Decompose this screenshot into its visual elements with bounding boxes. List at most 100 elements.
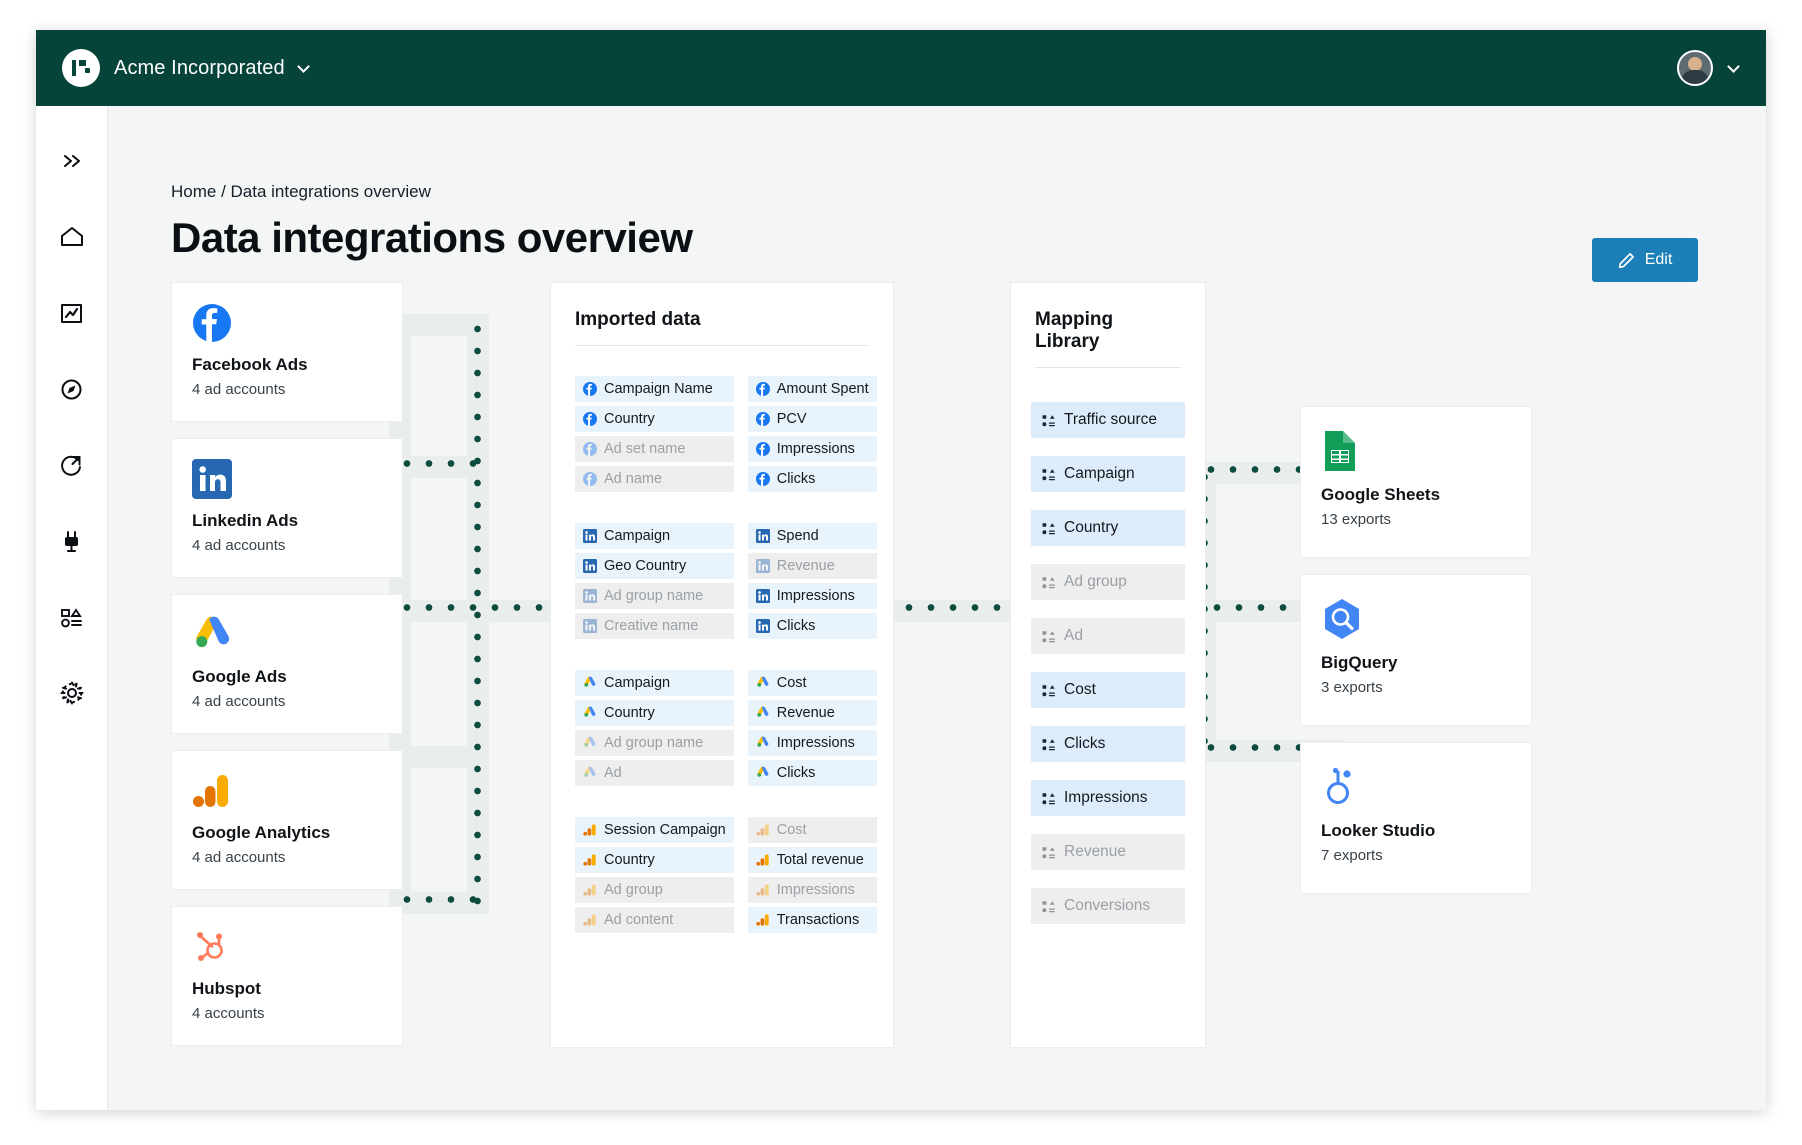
field-label: Cost	[776, 822, 807, 838]
imported-field-pill[interactable]: Impressions	[747, 877, 877, 903]
sidebar-item-settings[interactable]	[47, 668, 97, 718]
imported-field-pill[interactable]: Revenue	[747, 700, 877, 726]
imported-field-pill[interactable]: Country	[575, 406, 734, 432]
field-label: Country	[604, 852, 655, 868]
analytics-icon	[583, 883, 597, 897]
edit-button[interactable]: Edit	[1592, 238, 1698, 282]
mapping-field-pill[interactable]: Cost	[1031, 672, 1185, 708]
imported-field-pill[interactable]: Clicks	[747, 613, 877, 639]
field-label: Clicks	[776, 618, 816, 634]
imported-field-pill[interactable]: Ad group name	[575, 583, 734, 609]
imported-field-pill[interactable]: Ad group name	[575, 730, 734, 756]
imported-field-pill[interactable]: Impressions	[747, 436, 877, 462]
googleads-icon	[583, 766, 597, 780]
analytics-icon	[756, 853, 770, 867]
source-cards: Facebook Ads 4 ad accounts Linkedin Ads …	[171, 282, 403, 1062]
imported-field-pill[interactable]: Transactions	[747, 907, 877, 933]
destination-sub: 7 exports	[1321, 847, 1383, 864]
sidebar-item-home[interactable]	[47, 212, 97, 262]
divider	[1035, 367, 1181, 368]
field-label: Ad content	[604, 912, 674, 928]
mapping-field-pill[interactable]: Campaign	[1031, 456, 1185, 492]
sidebar-item-explore[interactable]	[47, 364, 97, 414]
field-label: Cost	[1064, 681, 1096, 698]
imported-field-pill[interactable]: Country	[575, 847, 734, 873]
field-label: Transactions	[776, 912, 860, 928]
imported-field-pill[interactable]: Revenue	[747, 553, 877, 579]
google-ads-icon	[192, 615, 382, 657]
facebook-icon	[755, 442, 770, 456]
sidebar-item-integrations[interactable]	[47, 516, 97, 566]
imported-field-pill[interactable]: Session Campaign	[575, 817, 734, 843]
imported-field-pill[interactable]: Amount Spent	[747, 376, 877, 402]
brand-switcher[interactable]: Acme Incorporated	[62, 49, 310, 87]
mapping-field-pill[interactable]: Ad group	[1031, 564, 1185, 600]
imported-field-pill[interactable]: Ad content	[575, 907, 734, 933]
main-content: Home / Data integrations overview Data i…	[108, 106, 1766, 1110]
logo-mark-icon	[62, 49, 100, 87]
imported-field-pill[interactable]: Campaign	[575, 523, 734, 549]
linkedin-icon	[583, 589, 597, 603]
avatar[interactable]	[1677, 50, 1713, 86]
chevron-down-icon	[296, 59, 310, 73]
destination-card[interactable]: Looker Studio 7 exports	[1300, 742, 1532, 894]
imported-field-pill[interactable]: Campaign	[575, 670, 734, 696]
linkedin-icon	[755, 589, 770, 603]
mapping-field-pill[interactable]: Clicks	[1031, 726, 1185, 762]
imported-field-pill[interactable]: Ad name	[575, 466, 734, 492]
google-analytics-icon	[192, 771, 382, 813]
source-card[interactable]: Hubspot 4 accounts	[171, 906, 403, 1046]
source-card[interactable]: Facebook Ads 4 ad accounts	[171, 282, 403, 422]
imported-field-pill[interactable]: Impressions	[747, 730, 877, 756]
imported-field-pill[interactable]: Total revenue	[747, 847, 877, 873]
mapping-field-pill[interactable]: Traffic source	[1031, 402, 1185, 438]
mapping-library-title: Mapping Library	[1035, 309, 1114, 352]
sidebar-item-data-mapping[interactable]	[47, 592, 97, 642]
field-label: Clicks	[776, 765, 816, 781]
imported-field-pill[interactable]: Creative name	[575, 613, 734, 639]
imported-field-pill[interactable]: Ad group	[575, 877, 734, 903]
imported-field-pill[interactable]: Impressions	[747, 583, 877, 609]
connector-dots	[1200, 466, 1342, 473]
field-label: Conversions	[1064, 897, 1151, 914]
destination-card[interactable]: BigQuery 3 exports	[1300, 574, 1532, 726]
source-card[interactable]: Linkedin Ads 4 ad accounts	[171, 438, 403, 578]
imported-field-pill[interactable]: Cost	[747, 670, 877, 696]
mapping-field-pill[interactable]: Conversions	[1031, 888, 1185, 924]
imported-field-pill[interactable]: Cost	[747, 817, 877, 843]
field-label: Clicks	[776, 471, 816, 487]
source-card[interactable]: Google Ads 4 ad accounts	[171, 594, 403, 734]
imported-field-pill[interactable]: Clicks	[747, 466, 877, 492]
compass-icon	[58, 376, 85, 403]
destination-card[interactable]: Google Sheets 13 exports	[1300, 406, 1532, 558]
imported-field-pill[interactable]: Clicks	[747, 760, 877, 786]
field-label: Ad group	[1064, 573, 1127, 590]
imported-field-pill[interactable]: Spend	[747, 523, 877, 549]
shapes-list-icon	[58, 604, 85, 631]
source-card[interactable]: Google Analytics 4 ad accounts	[171, 750, 403, 890]
sidebar-item-analytics[interactable]	[47, 288, 97, 338]
sidebar-item-expand[interactable]	[47, 136, 97, 186]
connector-dots	[1140, 604, 1340, 611]
account-menu[interactable]	[1677, 50, 1740, 86]
breadcrumb[interactable]: Home / Data integrations overview	[171, 182, 431, 201]
mapping-field-pill[interactable]: Impressions	[1031, 780, 1185, 816]
imported-field-pill[interactable]: Ad	[575, 760, 734, 786]
field-label: Ad group name	[604, 588, 704, 604]
destination-name: BigQuery	[1321, 653, 1398, 672]
imported-field-pill[interactable]: PCV	[747, 406, 877, 432]
mapping-field-icon	[1041, 899, 1056, 914]
facebook-icon	[755, 412, 770, 426]
imported-field-pill[interactable]: Ad set name	[575, 436, 734, 462]
mapping-field-icon	[1041, 575, 1056, 590]
edit-button-label: Edit	[1644, 251, 1673, 268]
imported-field-pill[interactable]: Geo Country	[575, 553, 734, 579]
mapping-field-pill[interactable]: Country	[1031, 510, 1185, 546]
brand-name: Acme Incorporated	[114, 56, 285, 79]
mapping-field-pill[interactable]: Ad	[1031, 618, 1185, 654]
imported-field-pill[interactable]: Country	[575, 700, 734, 726]
mapping-field-pill[interactable]: Revenue	[1031, 834, 1185, 870]
sidebar-item-share[interactable]	[47, 440, 97, 490]
imported-field-pill[interactable]: Campaign Name	[575, 376, 734, 402]
